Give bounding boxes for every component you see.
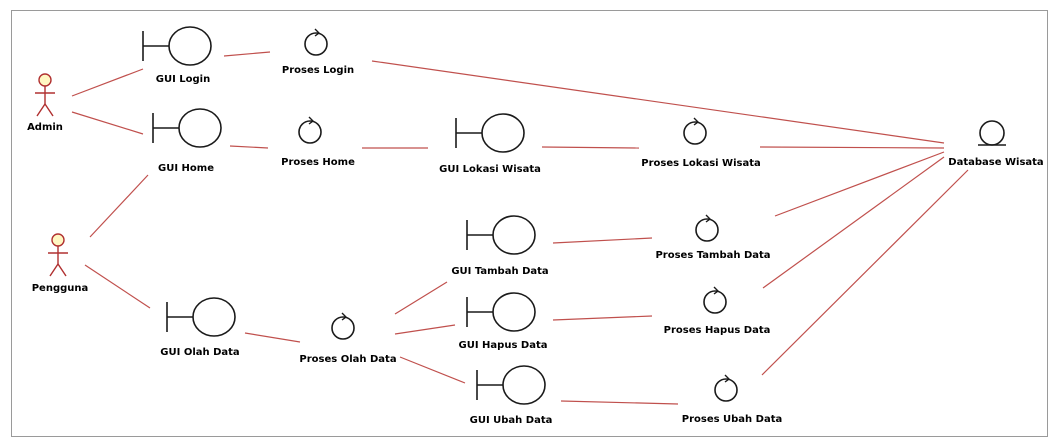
control-arrow-icon bbox=[314, 28, 321, 37]
control-circle-icon bbox=[298, 120, 322, 144]
connector-pengguna-to-gui-olah bbox=[84, 264, 151, 309]
node-label: Admin bbox=[27, 122, 63, 133]
actor-left-leg-icon bbox=[36, 103, 46, 117]
connector-p-olah-to-gui-ubah bbox=[399, 356, 466, 384]
boundary-gui-home[interactable]: GUI Home bbox=[152, 108, 222, 174]
node-label: GUI Tambah Data bbox=[451, 266, 548, 277]
node-label: Pengguna bbox=[32, 283, 89, 294]
connector-p-lokasi-to-db bbox=[759, 146, 945, 149]
node-label: Proses Home bbox=[281, 157, 355, 168]
node-label: Proses Login bbox=[282, 65, 354, 76]
control-circle-icon bbox=[714, 378, 738, 402]
control-circle-icon bbox=[703, 290, 727, 314]
connectors bbox=[71, 51, 969, 405]
actor-head-icon bbox=[51, 233, 65, 247]
control-arrow-icon bbox=[724, 374, 731, 383]
control-arrow-icon bbox=[705, 214, 712, 223]
actor-pengguna[interactable]: Pengguna bbox=[32, 233, 89, 294]
connector-p-login-to-db bbox=[371, 60, 945, 144]
node-label: GUI Lokasi Wisata bbox=[439, 164, 541, 175]
actor-left-leg-icon bbox=[49, 263, 59, 277]
entity-db[interactable]: Database Wisata bbox=[948, 120, 1044, 168]
boundary-circle-icon bbox=[492, 292, 536, 332]
control-p-hapus[interactable]: Proses Hapus Data bbox=[664, 286, 771, 336]
control-arrow-icon bbox=[341, 312, 348, 321]
node-label: GUI Hapus Data bbox=[459, 340, 548, 351]
boundary-gui-login[interactable]: GUI Login bbox=[142, 26, 212, 85]
boundary-circle-icon bbox=[168, 26, 212, 66]
boundary-circle-icon bbox=[492, 215, 536, 255]
control-circle-icon bbox=[683, 121, 707, 145]
connector-p-tambah-to-db bbox=[774, 151, 945, 217]
node-label: Proses Olah Data bbox=[299, 354, 396, 365]
control-arrow-icon bbox=[693, 117, 700, 126]
control-p-olah[interactable]: Proses Olah Data bbox=[299, 312, 397, 365]
node-label: Proses Hapus Data bbox=[664, 325, 771, 336]
boundary-circle-icon bbox=[178, 108, 222, 148]
actor-admin[interactable]: Admin bbox=[27, 73, 63, 133]
connector-gui-hapus-to-p-hapus bbox=[552, 315, 653, 321]
connector-gui-lokasi-to-p-lokasi bbox=[541, 146, 640, 149]
connector-p-hapus-to-db bbox=[762, 156, 945, 289]
connector-p-ubah-to-db bbox=[761, 169, 969, 376]
control-circle-icon bbox=[331, 316, 355, 340]
node-label: GUI Olah Data bbox=[160, 347, 239, 358]
node-label: GUI Login bbox=[156, 74, 210, 85]
connector-admin-to-gui-home bbox=[71, 111, 144, 135]
actor-right-leg-icon bbox=[44, 103, 54, 117]
control-p-lokasi[interactable]: Proses Lokasi Wisata bbox=[641, 117, 761, 169]
connector-gui-home-to-p-home bbox=[229, 145, 269, 149]
connector-gui-ubah-to-p-ubah bbox=[560, 400, 679, 405]
boundary-gui-lokasi[interactable]: GUI Lokasi Wisata bbox=[439, 113, 541, 175]
boundary-gui-olah[interactable]: GUI Olah Data bbox=[160, 297, 240, 358]
connector-pengguna-to-gui-home bbox=[89, 174, 149, 238]
control-circle-icon bbox=[304, 32, 328, 56]
node-label: Proses Tambah Data bbox=[655, 250, 770, 261]
control-arrow-icon bbox=[308, 116, 315, 125]
control-arrow-icon bbox=[713, 286, 720, 295]
connector-admin-to-gui-login bbox=[71, 68, 144, 97]
control-circle-icon bbox=[695, 218, 719, 242]
connector-gui-login-to-p-login bbox=[223, 51, 271, 57]
connector-gui-olah-to-p-olah bbox=[244, 332, 301, 343]
node-label: Proses Ubah Data bbox=[682, 414, 783, 425]
node-label: GUI Home bbox=[158, 163, 214, 174]
actor-right-leg-icon bbox=[57, 263, 67, 277]
connector-gui-tambah-to-p-tambah bbox=[552, 237, 653, 244]
control-p-login[interactable]: Proses Login bbox=[282, 28, 354, 76]
connector-p-olah-to-gui-tambah bbox=[394, 281, 448, 315]
entity-circle-icon bbox=[979, 120, 1005, 146]
control-p-tambah[interactable]: Proses Tambah Data bbox=[655, 214, 771, 261]
control-p-home[interactable]: Proses Home bbox=[281, 116, 355, 168]
control-p-ubah[interactable]: Proses Ubah Data bbox=[682, 374, 783, 425]
actor-head-icon bbox=[38, 73, 52, 87]
boundary-gui-ubah[interactable]: GUI Ubah Data bbox=[470, 365, 553, 426]
node-label: GUI Ubah Data bbox=[470, 415, 553, 426]
boundary-gui-tambah[interactable]: GUI Tambah Data bbox=[451, 215, 549, 277]
connector-p-olah-to-gui-hapus bbox=[394, 324, 456, 335]
boundary-circle-icon bbox=[502, 365, 546, 405]
boundary-circle-icon bbox=[192, 297, 236, 337]
node-label: Database Wisata bbox=[948, 157, 1043, 168]
node-label: Proses Lokasi Wisata bbox=[641, 158, 761, 169]
boundary-gui-hapus[interactable]: GUI Hapus Data bbox=[459, 292, 548, 351]
boundary-circle-icon bbox=[481, 113, 525, 153]
